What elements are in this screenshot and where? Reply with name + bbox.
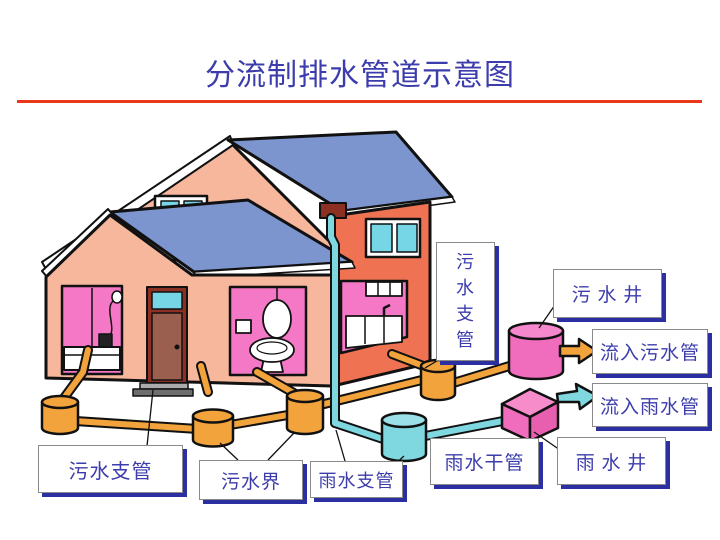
label-rain-branch: 雨水支管	[310, 461, 403, 498]
label-char: 水	[456, 278, 475, 298]
sewage-well-C	[285, 388, 325, 436]
toilet-paper-roll	[235, 319, 252, 334]
bathroom-room	[60, 284, 124, 376]
page-title: 分流制排水管道示意图	[205, 59, 515, 92]
label-to-sewage-main: 流入污水管	[592, 329, 708, 374]
door-steps	[132, 382, 194, 397]
label-to-rain-main: 流入雨水管	[592, 383, 708, 427]
label-sewage-branch-vertical: 污 水 支 管	[436, 242, 495, 361]
sewage-outflow-arrow	[558, 337, 599, 365]
sewage-well-A	[40, 394, 80, 436]
pipe-rain-main	[417, 417, 511, 440]
sewage-well-B	[191, 408, 235, 448]
pipe-house-stub	[198, 363, 211, 395]
label-sewage-boundary: 污水界	[199, 460, 303, 500]
house-illustration	[41, 130, 456, 397]
label-char: 污	[456, 252, 475, 272]
shower-head	[111, 290, 123, 304]
title-divider-line	[17, 100, 702, 103]
rain-inspection-well-cylinder	[380, 411, 428, 463]
sewage-manhole-cylinder	[507, 321, 565, 381]
pipe-wellD-to-sewage-well	[447, 361, 519, 387]
label-rain-well: 雨 水 井	[557, 437, 666, 485]
pipe-bathroom-to-wellA	[61, 347, 91, 401]
downspout-pipe	[328, 215, 338, 426]
upper-window	[364, 217, 422, 259]
rain-outflow-arrow	[555, 382, 600, 411]
door-transom-window	[151, 291, 183, 310]
toilet-cistern	[262, 299, 292, 339]
sewage-well-D	[419, 358, 457, 402]
label-char: 支	[456, 304, 475, 324]
label-char: 管	[456, 330, 475, 350]
door-knob	[174, 344, 180, 350]
rain-manhole-cube	[500, 387, 560, 443]
toilet-room	[228, 285, 308, 377]
front-door	[146, 286, 188, 384]
pipe-sewage-branch	[57, 417, 216, 433]
kitchen-room	[339, 279, 409, 355]
label-rain-main: 雨水干管	[430, 438, 539, 485]
bath-faucet	[98, 333, 113, 348]
inspection-wells	[40, 321, 565, 463]
label-sewage-branch-bottom: 污水支管	[38, 445, 183, 493]
label-sewage-well: 污 水 井	[553, 269, 662, 318]
